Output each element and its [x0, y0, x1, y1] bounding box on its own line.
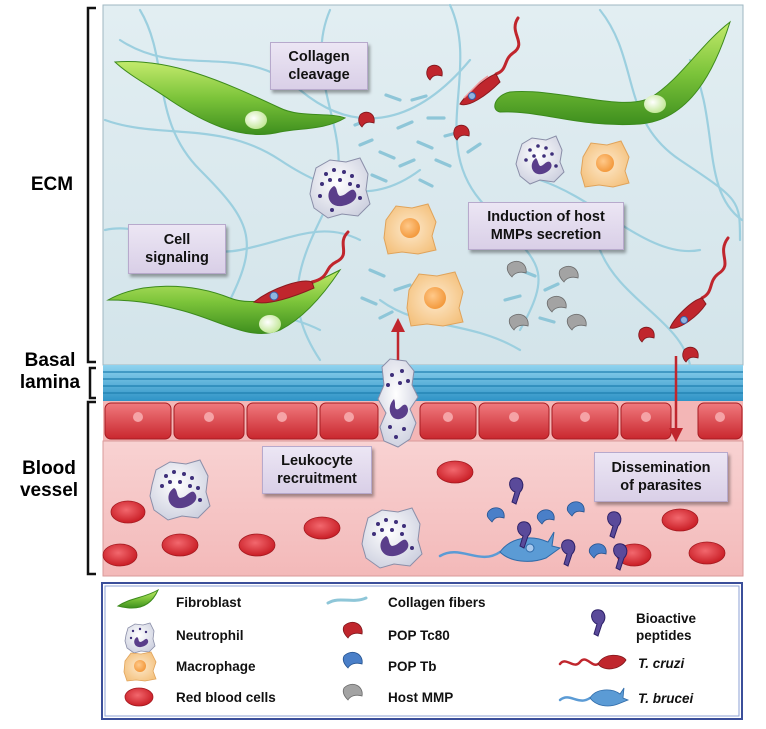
transmigrating-neutrophil	[377, 358, 419, 448]
macrophage-3	[406, 271, 464, 327]
t-cruzi-middle	[252, 230, 350, 304]
fibroblast-icon	[116, 588, 160, 609]
macrophage-2	[383, 203, 437, 255]
legend-collagen-fibers: Collagen fibers	[388, 595, 486, 610]
red-blood-cells	[102, 460, 726, 567]
callout-induction-mmps: Induction of host MMPs secretion	[468, 202, 624, 250]
pop-tb-group	[486, 501, 607, 559]
legend-macrophage: Macrophage	[176, 659, 256, 674]
t-cruzi-icon	[558, 654, 627, 670]
label-basal-lamina: Basal lamina	[19, 350, 81, 393]
legend-pop-tc80: POP Tc80	[388, 628, 450, 643]
legend-red-blood-cells: Red blood cells	[176, 690, 276, 705]
bioactive-peptides-group	[509, 477, 628, 571]
callout-cell-signaling: Cell signaling	[128, 224, 226, 274]
t-cruzi-top	[459, 16, 521, 106]
neutrophil-ecm-left	[309, 157, 371, 219]
callout-collagen-cleavage: Collagen cleavage	[270, 42, 368, 90]
t-brucei-vessel	[438, 531, 562, 562]
arrow-dissemination-down	[669, 356, 683, 442]
neutrophil-vessel-left	[149, 459, 211, 521]
bioactive-peptide-icon	[591, 609, 606, 637]
host-mmp-icon	[342, 683, 363, 701]
pop-tc80-group	[358, 64, 699, 363]
collagen-fiber-icon	[326, 596, 368, 605]
legend-neutrophil: Neutrophil	[176, 628, 244, 643]
fibroblast-bottom	[106, 268, 342, 334]
label-blood-vessel: Blood vessel	[19, 458, 79, 501]
label-ecm: ECM	[30, 174, 74, 195]
legend-host-mmp: Host MMP	[388, 690, 454, 705]
macrophage-1	[580, 140, 630, 188]
host-mmp-group	[506, 260, 587, 331]
pop-tb-icon	[342, 651, 363, 669]
legend-pop-tb: POP Tb	[388, 659, 437, 674]
callout-dissemination: Dissemination of parasites	[594, 452, 728, 502]
legend-fibroblast: Fibroblast	[176, 595, 242, 610]
red-blood-cell-icon	[124, 687, 154, 707]
side-brackets	[86, 6, 96, 576]
t-brucei-icon	[558, 687, 630, 707]
legend-t-cruzi: T. cruzi	[638, 656, 685, 671]
legend-bioactive-peptides: Bioactive peptides	[636, 611, 697, 643]
arrow-leukocyte-up	[391, 318, 405, 360]
t-cruzi-right	[669, 236, 730, 329]
pop-tc80-icon	[342, 621, 363, 639]
endothelium	[103, 401, 743, 441]
neutrophil-icon	[124, 622, 156, 654]
fibroblast-top-left	[113, 61, 347, 135]
legend-t-brucei: T. brucei	[638, 691, 694, 706]
legend-frame	[101, 582, 743, 720]
macrophage-icon	[123, 651, 157, 682]
callout-leukocyte-recruitment: Leukocyte recruitment	[262, 446, 372, 494]
basal-lamina	[103, 365, 743, 401]
fibroblast-top-right	[494, 20, 731, 126]
neutrophil-vessel-center	[361, 507, 423, 569]
neutrophil-ecm-right	[515, 135, 565, 185]
